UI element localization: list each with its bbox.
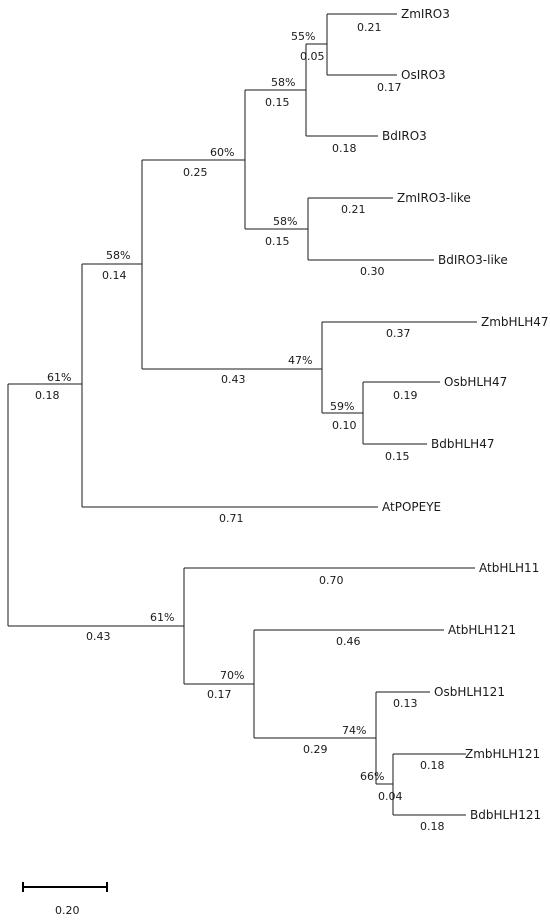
leaf-label-os-iro3: OsIRO3 bbox=[401, 68, 446, 82]
bootstrap-bhlh121-clade: 70% bbox=[220, 669, 244, 682]
scale-bar: 0.20 bbox=[22, 882, 108, 917]
scale-bar-line bbox=[22, 882, 108, 892]
branch-length-bhlh121-clade: 0.17 bbox=[207, 688, 232, 701]
branch-length-grasses-clade: 0.14 bbox=[102, 269, 127, 282]
bootstrap-bhlh11-clade: 61% bbox=[150, 611, 174, 624]
scale-bar-label: 0.20 bbox=[55, 904, 80, 917]
leaf-label-os-bhlh47: OsbHLH47 bbox=[444, 375, 507, 389]
branch-length-zm-bd-bhlh121: 0.04 bbox=[378, 790, 403, 803]
leaf-label-zm-iro3: ZmIRO3 bbox=[401, 7, 450, 21]
bootstrap-labels: 55% 58% 58% 60% 58% 47% 59% 61% 61% 70% … bbox=[47, 30, 384, 783]
branch-length-zm-os-iro3: 0.05 bbox=[300, 50, 325, 63]
branch-length-at-bhlh121: 0.46 bbox=[336, 635, 361, 648]
leaf-label-at-popeye: AtPOPEYE bbox=[382, 500, 441, 514]
branch-length-at-popeye: 0.71 bbox=[219, 512, 244, 525]
bootstrap-popeye-clade: 61% bbox=[47, 371, 71, 384]
branch-length-labels: 0.21 0.17 0.05 0.18 0.15 0.21 0.30 0.15 … bbox=[35, 21, 445, 833]
branch-length-os-iro3: 0.17 bbox=[377, 81, 402, 94]
tree-branches bbox=[7, 13, 477, 816]
branch-length-bhlh47-clade: 0.43 bbox=[221, 373, 246, 386]
branch-length-bd-bhlh121: 0.18 bbox=[420, 820, 445, 833]
leaf-label-bd-iro3: BdIRO3 bbox=[382, 129, 427, 143]
branch-length-iro3-group: 0.25 bbox=[183, 166, 208, 179]
leaf-label-bd-iro3-like: BdIRO3-like bbox=[438, 253, 508, 267]
branch-length-grass-bhlh121: 0.29 bbox=[303, 743, 328, 756]
leaf-label-zm-bhlh121: ZmbHLH121 bbox=[465, 747, 540, 761]
bootstrap-iro3-group: 60% bbox=[210, 146, 234, 159]
branch-length-bd-iro3: 0.18 bbox=[332, 142, 357, 155]
leaf-label-zm-iro3-like: ZmIRO3-like bbox=[397, 191, 471, 205]
leaf-labels: ZmIRO3 OsIRO3 BdIRO3 ZmIRO3-like BdIRO3-… bbox=[382, 7, 549, 822]
branch-length-at-bhlh11: 0.70 bbox=[319, 574, 344, 587]
branch-length-iro3-like-clade: 0.15 bbox=[265, 235, 290, 248]
leaf-label-bd-bhlh47: BdbHLH47 bbox=[431, 437, 494, 451]
branch-length-zm-iro3-like: 0.21 bbox=[341, 203, 366, 216]
branch-length-os-bd-bhlh47: 0.10 bbox=[332, 419, 357, 432]
leaf-label-os-bhlh121: OsbHLH121 bbox=[434, 685, 505, 699]
leaf-label-at-bhlh11: AtbHLH11 bbox=[479, 561, 539, 575]
branch-length-zm-bhlh47: 0.37 bbox=[386, 327, 411, 340]
bootstrap-zm-bd-bhlh121: 66% bbox=[360, 770, 384, 783]
branch-length-os-bhlh121: 0.13 bbox=[393, 697, 418, 710]
leaf-label-zm-bhlh47: ZmbHLH47 bbox=[481, 315, 549, 329]
branch-length-zm-iro3: 0.21 bbox=[357, 21, 382, 34]
bootstrap-os-bd-bhlh47: 59% bbox=[330, 400, 354, 413]
bootstrap-grass-bhlh121: 74% bbox=[342, 724, 366, 737]
bootstrap-iro3-clade: 58% bbox=[271, 76, 295, 89]
bootstrap-grasses-clade: 58% bbox=[106, 249, 130, 262]
branch-length-popeye-clade: 0.18 bbox=[35, 389, 60, 402]
branch-length-bhlh11-clade: 0.43 bbox=[86, 630, 111, 643]
leaf-label-at-bhlh121: AtbHLH121 bbox=[448, 623, 516, 637]
branch-length-os-bhlh47: 0.19 bbox=[393, 389, 418, 402]
bootstrap-bhlh47-clade: 47% bbox=[288, 354, 312, 367]
branch-length-iro3-clade: 0.15 bbox=[265, 96, 290, 109]
leaf-label-bd-bhlh121: BdbHLH121 bbox=[470, 808, 541, 822]
branch-length-zm-bhlh121: 0.18 bbox=[420, 759, 445, 772]
branch-length-bd-bhlh47: 0.15 bbox=[385, 450, 410, 463]
branch-length-bd-iro3-like: 0.30 bbox=[360, 265, 385, 278]
bootstrap-iro3-like-clade: 58% bbox=[273, 215, 297, 228]
bootstrap-zm-os-iro3: 55% bbox=[291, 30, 315, 43]
